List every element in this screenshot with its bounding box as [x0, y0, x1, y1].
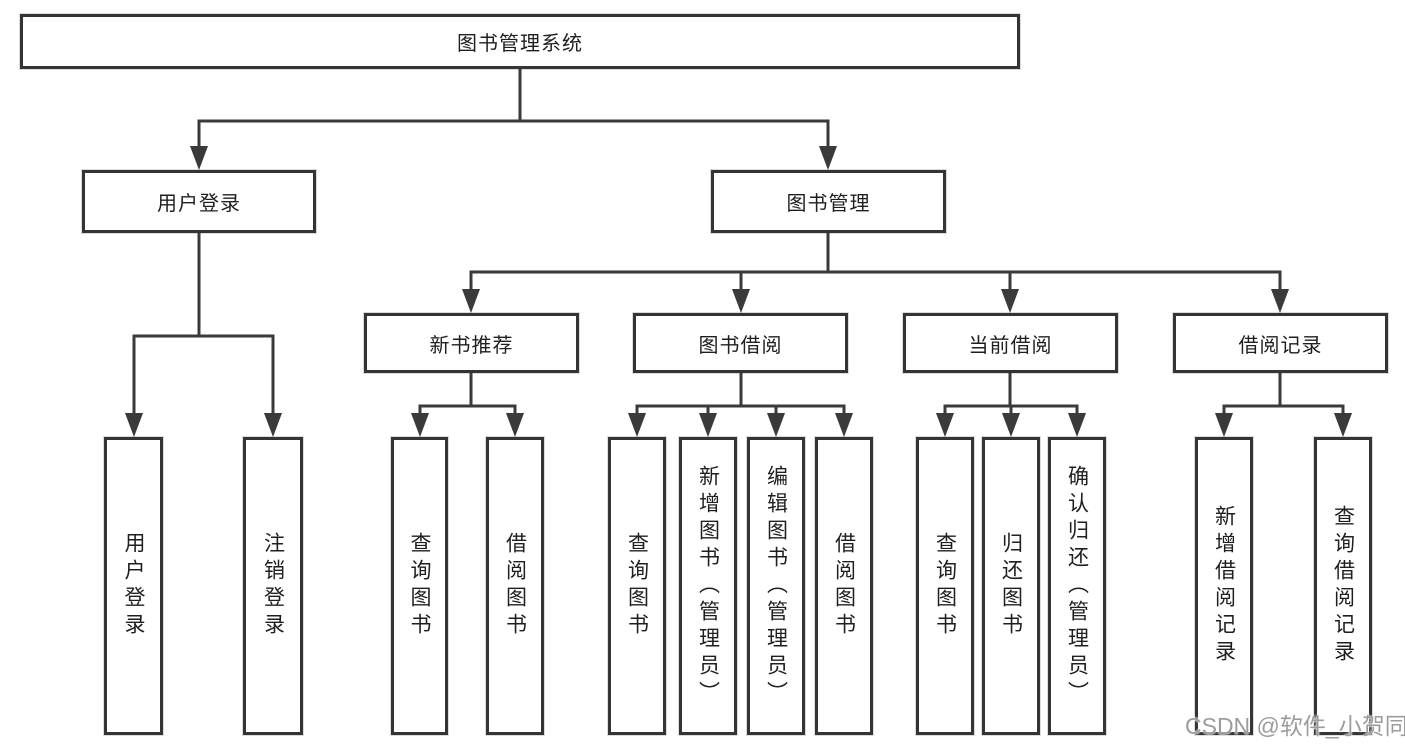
connector-arrow — [1334, 413, 1352, 437]
node-leaf-user-login: 用户登录 — [104, 437, 163, 735]
connector-arrow — [462, 289, 480, 313]
node-label: 用户登录 — [157, 193, 241, 215]
connector-line — [418, 404, 517, 418]
node-label: 图书管理 — [786, 193, 871, 215]
node-label: 借阅记录 — [1238, 334, 1323, 357]
node-label: 查询图书 — [933, 532, 957, 640]
node-book-management: 图书管理 — [711, 170, 946, 233]
csdn-watermark: CSDN @软件_小贺同学 — [1185, 713, 1405, 739]
node-leaf-cb-confirm-return: 确认归还（管理员） — [1048, 437, 1106, 735]
node-label: 图书借阅 — [698, 334, 783, 357]
connector-arrow — [411, 413, 429, 437]
connector-arrow — [1001, 289, 1019, 313]
connector-arrow — [1215, 413, 1233, 437]
connector-arrow — [732, 289, 750, 313]
node-label: 新增借阅记录 — [1212, 505, 1236, 667]
node-current-borrow: 当前借阅 — [903, 313, 1118, 373]
node-book-borrow: 图书借阅 — [633, 313, 848, 373]
connector-arrow — [190, 146, 208, 170]
node-label: 当前借阅 — [968, 334, 1053, 357]
node-root-system: 图书管理系统 — [20, 14, 1020, 69]
connector-line — [1222, 404, 1345, 418]
node-label: 用户登录 — [122, 532, 145, 640]
connector-arrow — [1068, 413, 1086, 437]
node-leaf-nb-borrow-books: 借阅图书 — [486, 437, 544, 735]
connector-arrow — [699, 413, 717, 437]
node-label: 确认归还（管理员） — [1065, 464, 1089, 708]
connector-arrow — [264, 413, 282, 437]
node-leaf-bb-add-books: 新增图书（管理员） — [679, 437, 737, 735]
node-label: 注销登录 — [261, 532, 285, 640]
connector-line — [469, 270, 1282, 294]
connector-arrow — [125, 413, 143, 437]
node-leaf-br-add-record: 新增借阅记录 — [1195, 437, 1253, 735]
node-label: 归还图书 — [999, 532, 1023, 640]
connector-arrow — [1002, 413, 1020, 437]
node-label: 新增图书（管理员） — [696, 464, 720, 708]
connector-line — [132, 334, 275, 418]
node-label: 借阅图书 — [503, 532, 527, 640]
connector-arrow — [767, 413, 785, 437]
node-label: 查询图书 — [408, 532, 431, 640]
node-label: 新书推荐 — [429, 334, 514, 357]
connector-arrow — [506, 413, 524, 437]
connector-arrow — [835, 413, 853, 437]
node-leaf-nb-query-books: 查询图书 — [391, 437, 448, 735]
node-leaf-bb-borrow-books: 借阅图书 — [815, 437, 873, 735]
node-leaf-logout: 注销登录 — [243, 437, 303, 735]
connector-arrow — [819, 146, 837, 170]
connector-line — [197, 119, 830, 150]
node-leaf-br-query-record: 查询借阅记录 — [1314, 437, 1372, 735]
node-borrow-records: 借阅记录 — [1173, 313, 1388, 373]
node-label: 查询图书 — [625, 532, 649, 640]
node-new-book-recommend: 新书推荐 — [364, 313, 579, 373]
node-label: 借阅图书 — [832, 532, 856, 640]
node-leaf-bb-query-books: 查询图书 — [608, 437, 666, 735]
connector-arrow — [628, 413, 646, 437]
connector-arrow — [1271, 289, 1289, 313]
node-leaf-cb-return-books: 归还图书 — [982, 437, 1040, 735]
node-label: 查询借阅记录 — [1331, 505, 1355, 667]
node-leaf-bb-edit-books: 编辑图书（管理员） — [747, 437, 805, 735]
node-leaf-cb-query-books: 查询图书 — [916, 437, 974, 735]
connector-arrow — [936, 413, 954, 437]
node-user-login-branch: 用户登录 — [82, 170, 316, 233]
connector-line — [635, 404, 846, 418]
node-label: 编辑图书（管理员） — [764, 464, 788, 708]
node-label: 图书管理系统 — [457, 33, 583, 55]
